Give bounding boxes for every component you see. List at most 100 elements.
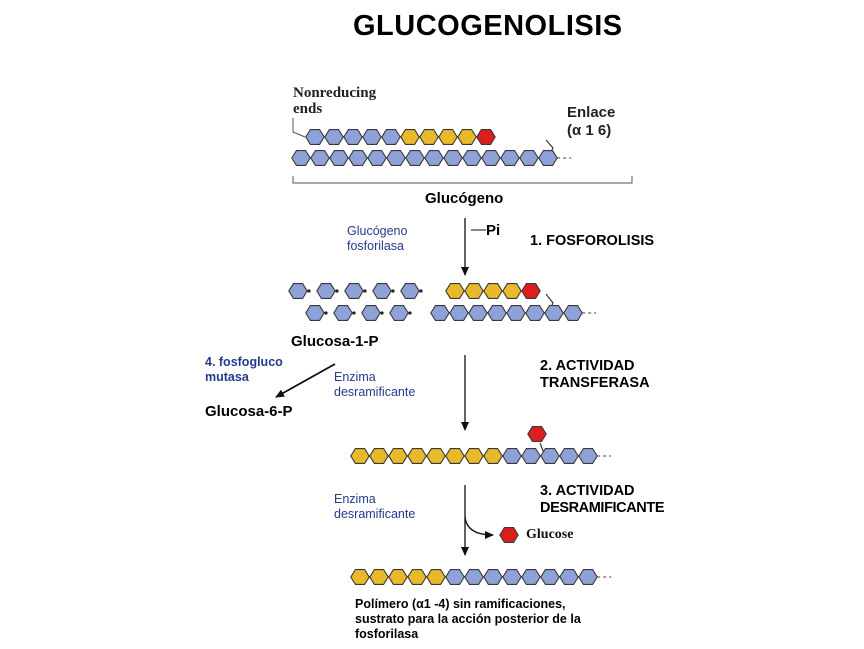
step2-chain-unit — [445, 448, 465, 464]
glycogen-lower-chain-unit — [405, 150, 425, 166]
phosphate-dot — [380, 311, 384, 315]
phosphate-dot — [352, 311, 356, 315]
glycogen-upper-chain-unit — [381, 129, 401, 145]
glycogen-lower-chain-unit — [481, 150, 501, 166]
final-chain-unit — [407, 569, 427, 585]
final-caption-line1: Polímero (α1 -4) sin ramificaciones, — [355, 597, 566, 611]
step1-upper-chain-unit — [502, 283, 522, 299]
step4-enzyme-line1: 4. fosfogluco — [205, 355, 283, 369]
glycogen-lower-chain-unit — [500, 150, 520, 166]
step3-label-line2: DESRAMIFICANTE — [540, 500, 665, 516]
step1-upper-chain-unit — [445, 283, 465, 299]
glycogen-lower-chain-unit — [348, 150, 368, 166]
phosphate-dot — [324, 311, 328, 315]
step2-enzyme-line1: Enzima — [334, 370, 376, 384]
step4-arrow — [275, 363, 336, 398]
glycogen-upper-chain-unit — [324, 129, 344, 145]
final-chain-unit — [559, 569, 579, 585]
released-glucose-1-p-unit — [361, 305, 381, 321]
glycogen-lower-chain-unit — [538, 150, 558, 166]
released-glucose-1-p-unit — [305, 305, 325, 321]
released-glucose-1-p-unit — [316, 283, 336, 299]
final-chain-unit — [578, 569, 598, 585]
enlace-label-line1: Enlace — [567, 104, 616, 121]
step1-lower-chain-unit — [487, 305, 507, 321]
step1-upper-chain-unit — [464, 283, 484, 299]
released-glucose-1-p-unit — [344, 283, 364, 299]
glucosa-6-p-label: Glucosa-6-P — [205, 403, 293, 420]
step2-chain-unit — [350, 448, 370, 464]
glycogen-lower-chain-unit — [386, 150, 406, 166]
step1-upper-chain-unit — [521, 283, 541, 299]
step2-enzyme-line2: desramificante — [334, 385, 416, 399]
phosphate-dot — [391, 289, 395, 293]
final-chain-unit — [464, 569, 484, 585]
glycogen-lower-chain-unit — [291, 150, 311, 166]
step1-lower-chain-unit — [449, 305, 469, 321]
branch-glucose-unit — [527, 426, 547, 442]
glycogen-bracket — [292, 176, 633, 184]
final-caption-line2: sustrato para la acción posterior de la — [355, 612, 581, 626]
phosphate-dot — [419, 289, 423, 293]
step2-chain-unit — [559, 448, 579, 464]
glycogen-caption: Glucógeno — [425, 190, 504, 207]
released-glucose-unit — [499, 527, 519, 543]
step4-enzyme-line2: mutasa — [205, 370, 249, 384]
step3-label-line1: 3. ACTIVIDAD — [540, 483, 635, 499]
phosphate-dot — [408, 311, 412, 315]
glycogen-upper-chain-unit — [362, 129, 382, 145]
nonreducing-leader — [292, 118, 306, 138]
glycogen-upper-chain-unit — [400, 129, 420, 145]
glycogen-lower-chain-unit — [519, 150, 539, 166]
glucosa-1-p-label: Glucosa-1-P — [291, 333, 379, 350]
nonreducing-label-line1: Nonreducing — [293, 85, 377, 101]
phosphate-dot — [307, 289, 311, 293]
released-glucose-1-p-unit — [372, 283, 392, 299]
final-chain-unit — [502, 569, 522, 585]
step2-chain-unit — [521, 448, 541, 464]
step1-lower-chain-unit — [525, 305, 545, 321]
enlace-label-line2: (α 1 6) — [567, 122, 612, 139]
glucose-units — [288, 129, 598, 585]
step2-chain-unit — [426, 448, 446, 464]
step1-lower-chain-unit — [430, 305, 450, 321]
step1-enzyme-line1: Glucógeno — [347, 224, 408, 238]
step2-chain-unit — [540, 448, 560, 464]
final-chain-unit — [483, 569, 503, 585]
step1-upper-chain-unit — [483, 283, 503, 299]
final-chain-unit — [540, 569, 560, 585]
final-chain-unit — [445, 569, 465, 585]
glycogen-upper-chain-unit — [419, 129, 439, 145]
step2-chain-unit — [464, 448, 484, 464]
step2-label-line2: TRANSFERASA — [540, 375, 650, 391]
glycogen-upper-chain-unit — [305, 129, 325, 145]
glycogen-upper-chain-unit — [438, 129, 458, 145]
nonreducing-label-line2: ends — [293, 101, 323, 117]
step1-lower-chain-unit — [468, 305, 488, 321]
released-glucose-1-p-unit — [400, 283, 420, 299]
glycogen-lower-chain-unit — [367, 150, 387, 166]
step2-chain-unit — [407, 448, 427, 464]
glycogen-lower-chain-unit — [443, 150, 463, 166]
glycogen-lower-chain-unit — [424, 150, 444, 166]
connector-lines — [275, 118, 633, 556]
step2-chain-unit — [578, 448, 598, 464]
step3-enzyme-line1: Enzima — [334, 492, 376, 506]
released-glucose-1-p-unit — [288, 283, 308, 299]
phosphate-dot — [335, 289, 339, 293]
glycogen-lower-chain-unit — [462, 150, 482, 166]
final-chain-unit — [426, 569, 446, 585]
phosphate-dot — [363, 289, 367, 293]
final-chain-unit — [369, 569, 389, 585]
page-title: GLUCOGENOLISIS — [353, 10, 623, 42]
glycogen-lower-chain-unit — [310, 150, 330, 166]
released-glucose-1-p-unit — [333, 305, 353, 321]
glycogen-upper-chain-unit — [476, 129, 496, 145]
released-glucose-1-p-unit — [389, 305, 409, 321]
released-glucose-label: Glucose — [526, 527, 574, 542]
final-chain-unit — [350, 569, 370, 585]
step2-label-line1: 2. ACTIVIDAD — [540, 358, 635, 374]
step1-label: 1. FOSFOROLISIS — [530, 233, 655, 249]
